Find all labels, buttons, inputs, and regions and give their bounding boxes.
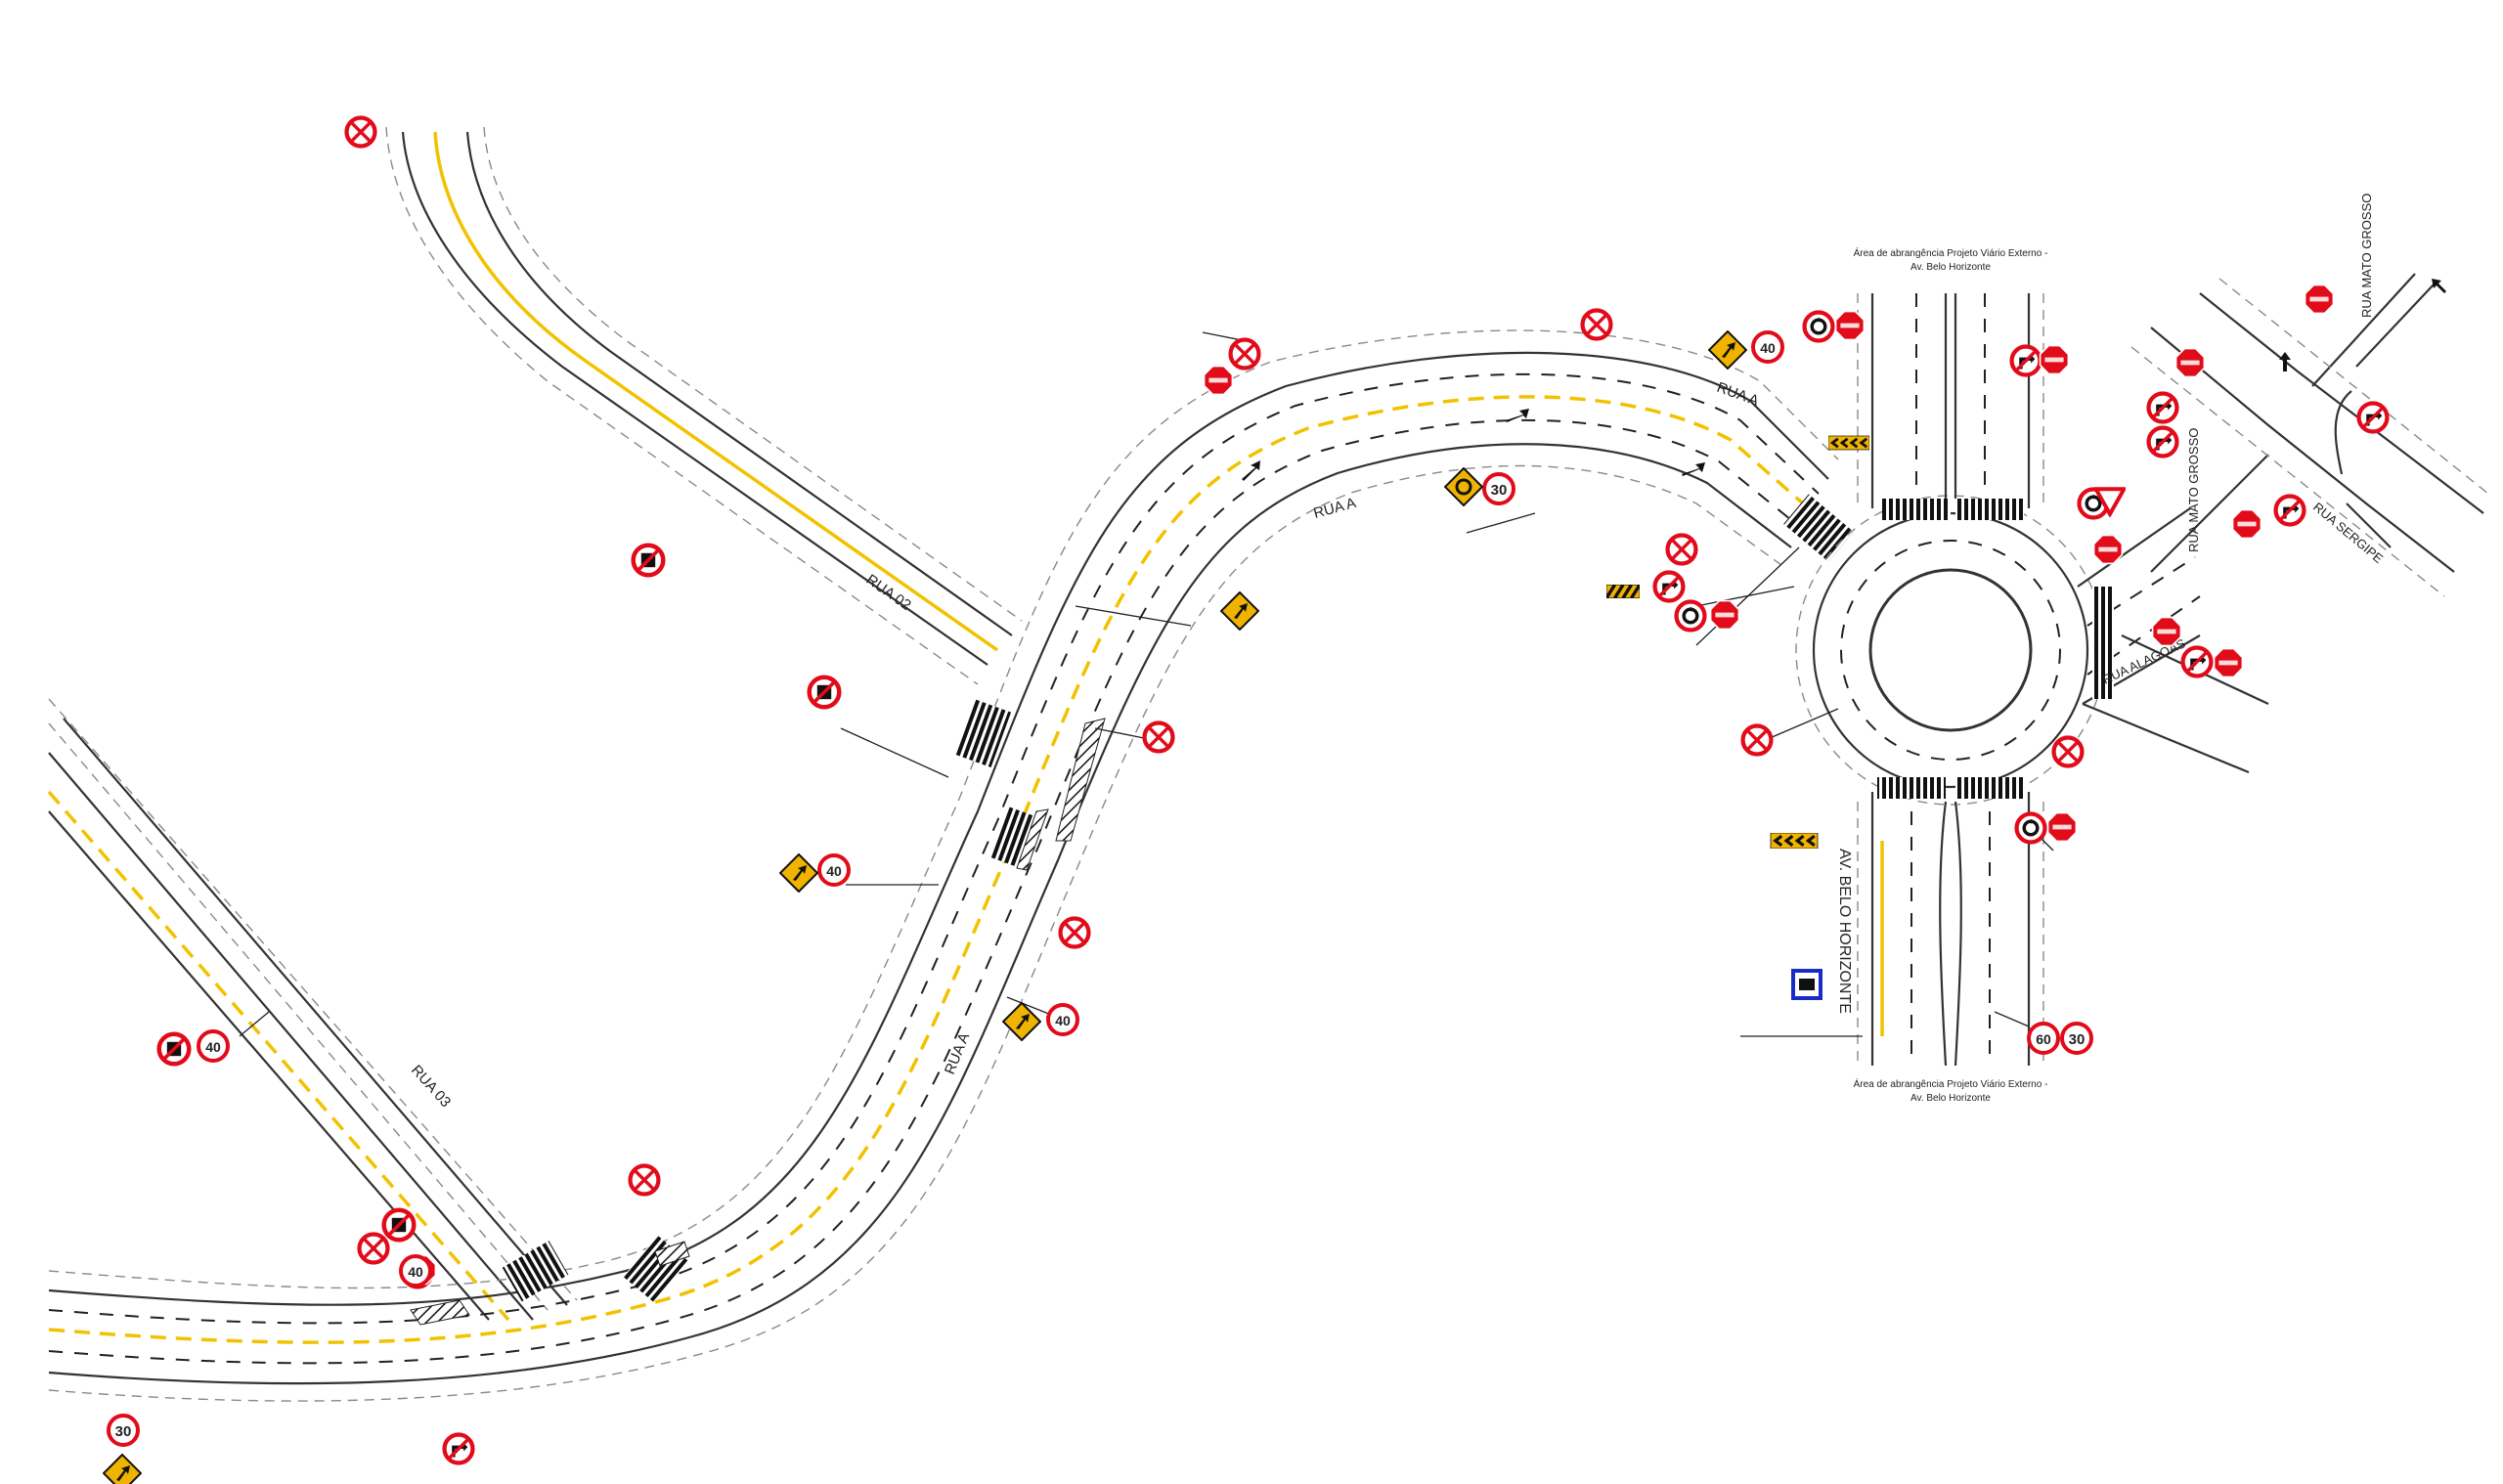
stop-sign-icon [2046,811,2078,843]
sign-leader-lines [239,331,2054,1037]
street-label-rua-a-top: RUA A [1715,379,1761,410]
chevron-sign-icon [1770,833,1819,849]
roundabout-sign-icon [1805,313,1833,341]
speed-limit-sign-30-bottom-right: 30 [2060,1022,2093,1055]
speed-limit-sign-40-left: 40 [197,1029,230,1063]
svg-text:40: 40 [1055,1013,1071,1028]
no-turn-sign-icon [445,1435,473,1463]
street-label-rua-02: RUA 02 [863,571,914,614]
no-parking-sign-icon [2054,738,2083,766]
stop-sign-icon [2092,534,2124,565]
crosswalk [1955,499,2024,520]
no-turn-sign-icon [2183,648,2212,677]
stop-sign-icon [2304,284,2335,315]
speed-limit-sign-60: 60 [2027,1022,2060,1055]
no-turn-sign-icon [2276,497,2305,525]
street-label-rua-a-mid: RUA A [1312,495,1358,522]
street-label-rua-mato-grosso: RUA MATO GROSSO [2359,194,2374,318]
curve-warning-sign-icon [103,1454,142,1484]
svg-text:40: 40 [408,1264,423,1280]
area-label-bottom-line2: Av. Belo Horizonte [1910,1093,1991,1104]
no-parking-sign-icon [1145,723,1173,752]
speed-limit-sign-40-top: 40 [1751,330,1784,364]
rua-mato-grosso-sergipe-intersection [2130,273,2489,597]
information-sign [1791,969,1822,1000]
stop-sign-icon [1834,310,1866,341]
no-parking-sign-icon [1061,919,1089,947]
no-turn-sign-icon [2012,347,2041,375]
crosswalk [953,698,1012,768]
roundabout-sign-icon [1677,602,1705,631]
no-parking-sign-icon [1583,311,1611,339]
crosswalk [502,1241,569,1302]
no-parking-sign-icon [347,118,375,147]
no-turn-sign-icon [2359,404,2388,432]
no-parking-sign-icon [360,1235,388,1263]
speed-limit-sign-40-mid2: 40 [1046,1003,1079,1036]
roundabout-intersection [1795,293,2201,1067]
svg-text:30: 30 [1491,482,1508,499]
hatched-island [410,1299,470,1326]
rua-a-road [48,329,1839,1402]
crosswalk [2092,645,2114,699]
svg-text:30: 30 [115,1423,132,1440]
no-stopping-sign-icon [384,1210,415,1241]
crosswalk [1783,494,1854,562]
street-label-rua-mato-grosso-2: RUA MATO GROSSO [2186,428,2201,552]
no-stopping-sign-icon [634,546,664,576]
no-parking-sign-icon [1743,726,1772,755]
no-turn-sign-icon [2149,428,2177,457]
area-label-bottom-line1: Área de abrangência Projeto Viário Exter… [1854,1077,2048,1090]
area-label-top-line2: Av. Belo Horizonte [1910,262,1991,273]
stop-sign-icon [2151,616,2182,647]
no-stopping-sign-icon [159,1034,190,1065]
speed-limit-sign-30-bottom-left: 30 [107,1414,140,1447]
roundabout-sign-icon [2017,814,2045,843]
svg-text:30: 30 [2069,1031,2086,1048]
crosswalk [1955,777,2024,799]
stop-sign-icon [2213,647,2244,678]
street-label-av-belo-horizonte: AV. BELO HORIZONTE [1836,849,1853,1014]
no-turn-sign-icon [1655,573,1684,601]
svg-text:40: 40 [1760,340,1776,356]
hatched-island [654,1241,690,1267]
pavement-arrows [1242,279,2446,481]
stop-sign-icon [2174,347,2206,378]
speed-limit-sign-40-mid: 40 [817,853,851,887]
crosswalk [2092,587,2114,645]
no-parking-sign-icon [631,1166,659,1195]
no-stopping-sign-icon [810,677,840,708]
no-turn-sign-icon [2149,394,2177,422]
rua-03-road [47,698,578,1322]
no-parking-sign-icon [1231,340,1259,369]
stop-sign-icon [1203,365,1234,396]
rua-02-road [385,126,1023,685]
hazard-marker-icon [1606,585,1640,598]
area-label-top-line1: Área de abrangência Projeto Viário Exter… [1854,246,2048,259]
hatched-island [1055,718,1106,842]
speed-limit-sign-40-bottom: 40 [399,1254,432,1288]
hatched-island [1016,808,1049,871]
svg-text:40: 40 [205,1039,221,1055]
curve-warning-sign-icon [1220,591,1259,631]
curve-warning-sign-icon [779,853,818,893]
svg-text:40: 40 [826,863,842,879]
crosswalk [1877,777,1946,799]
chevron-sign-icon [1828,435,1869,451]
no-parking-sign-icon [1668,536,1696,564]
crosswalk [1882,499,1951,520]
stop-sign-icon [1709,599,1740,631]
stop-sign-icon [2039,344,2070,375]
roundabout-ahead-sign-icon [1444,467,1483,506]
street-label-rua-03: RUA 03 [408,1062,454,1111]
street-label-rua-a-bottom: RUA A [942,1030,973,1076]
speed-limit-sign-30-top: 30 [1482,472,1515,505]
svg-text:60: 60 [2036,1031,2051,1047]
curve-warning-sign-icon [1708,330,1747,370]
stop-sign-icon [2231,508,2262,540]
